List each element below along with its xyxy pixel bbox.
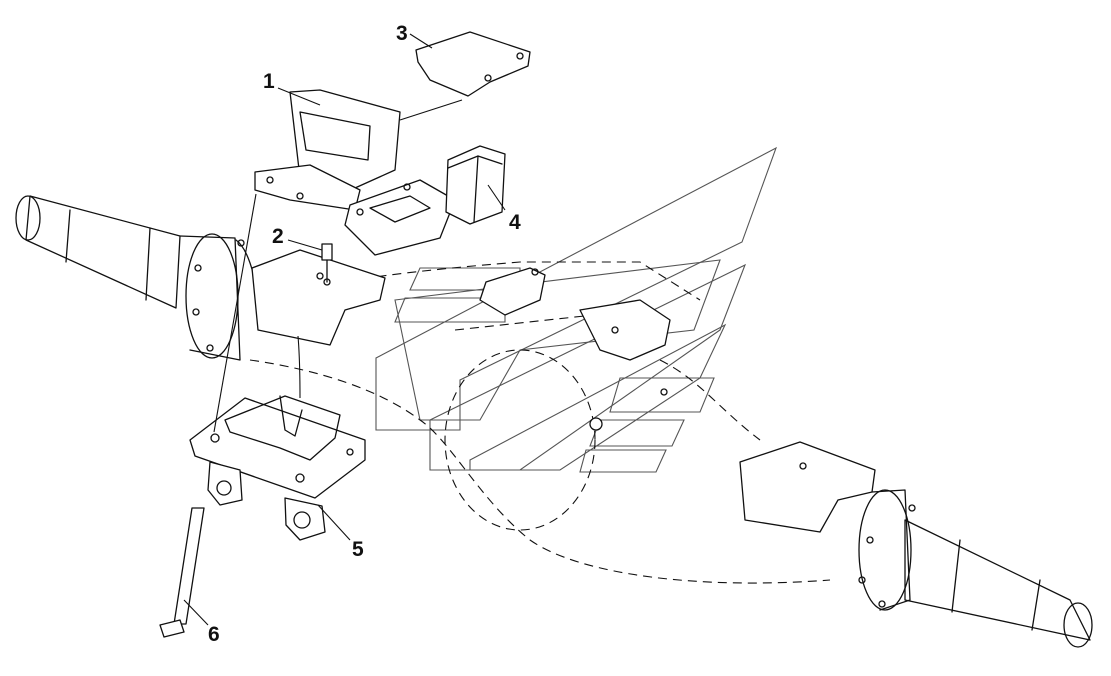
callout-5: 5	[317, 504, 364, 561]
callout-label-2: 2	[272, 225, 284, 248]
callout-label-1: 1	[263, 70, 275, 93]
part-6-bolt	[159, 507, 205, 638]
callout-label-6: 6	[208, 623, 220, 646]
callout-label-4: 4	[509, 211, 521, 234]
right-spring-pad	[739, 441, 876, 533]
assembly-lines	[213, 99, 463, 433]
callout-1: 1	[263, 70, 321, 106]
callout-6: 6	[183, 599, 220, 646]
left-axle-shaft	[15, 195, 261, 361]
center-mount-blocks	[479, 267, 671, 431]
callout-3: 3	[396, 22, 433, 49]
part-4-block	[445, 145, 506, 225]
part-1-upper-bracket	[254, 89, 456, 256]
callout-label-5: 5	[352, 538, 364, 561]
callout-4: 4	[487, 184, 521, 234]
part-5-spring-seat	[189, 395, 366, 541]
callout-2: 2	[272, 225, 323, 251]
right-axle-shaft	[858, 489, 1093, 648]
part-3-cover-plate	[415, 31, 531, 97]
left-spring-pad	[251, 249, 386, 346]
part-2-stud	[321, 243, 333, 286]
callout-label-3: 3	[396, 22, 408, 45]
